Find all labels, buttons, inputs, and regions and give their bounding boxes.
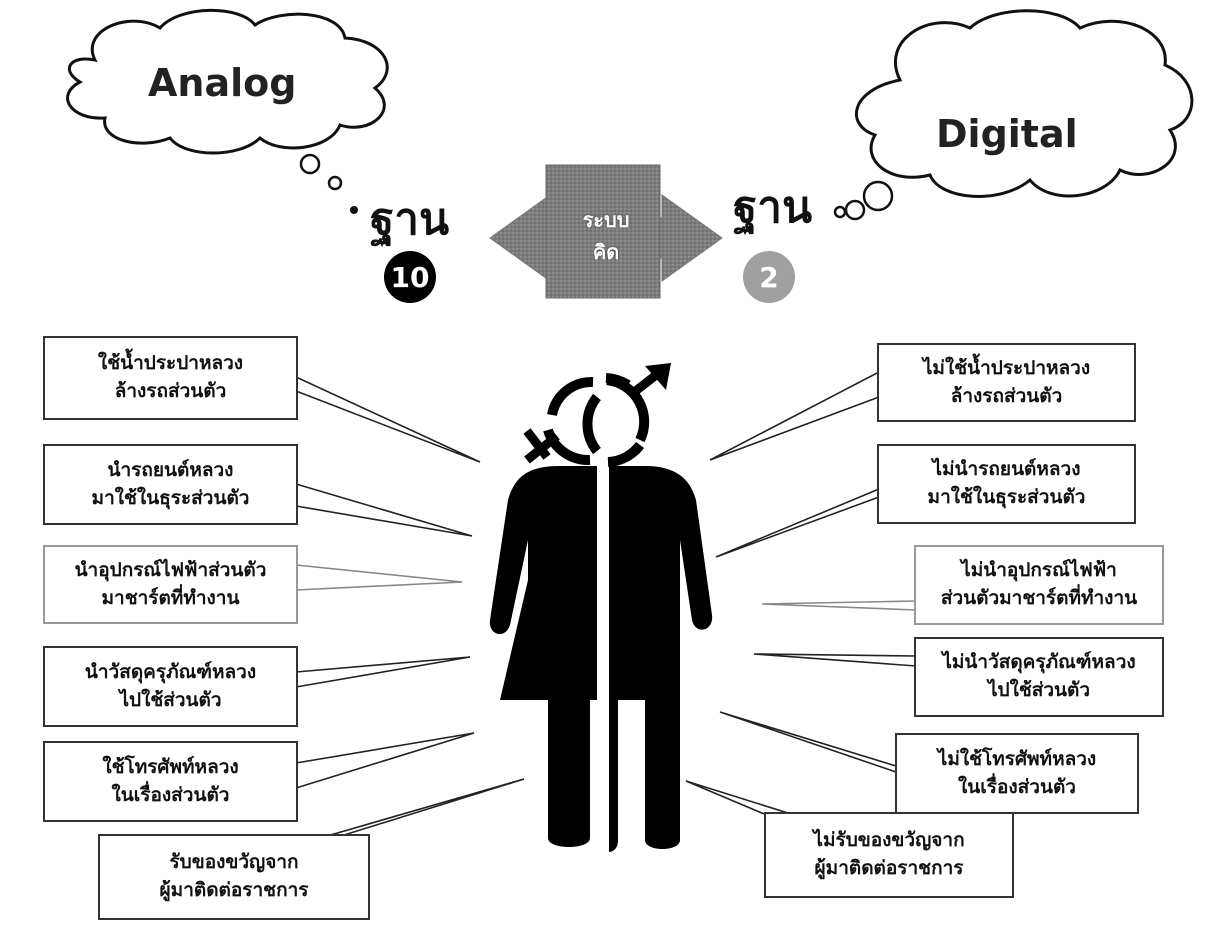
right-item-2: ไม่นำรถยนต์หลวง มาใช้ในธุระส่วนตัว	[877, 444, 1136, 524]
left-item-1: ใช้น้ำประปาหลวง ล้างรถส่วนตัว	[43, 336, 298, 420]
analog-thought-bubbles	[299, 153, 343, 191]
base-right-number: 2	[743, 251, 795, 303]
center-box	[545, 164, 661, 299]
digital-thought-bubbles	[833, 180, 894, 221]
left-item-3-text: นำอุปกรณ์ไฟฟ้าส่วนตัว มาชาร์ตที่ทำงาน	[74, 558, 267, 609]
left-item-6-text: รับของขวัญจาก ผู้มาติดต่อราชการ	[159, 851, 309, 901]
right-item-4: ไม่นำวัสดุครุภัณฑ์หลวง ไปใช้ส่วนตัว	[914, 637, 1164, 717]
base-left-label: ฐาน	[370, 194, 450, 245]
right-item-1-text: ไม่ใช้น้ำประปาหลวง ล้างรถส่วนตัว	[922, 356, 1091, 407]
right-item-3: ไม่นำอุปกรณ์ไฟฟ้า ส่วนตัวมาชาร์ตที่ทำงาน	[914, 545, 1164, 625]
base-right-label: ฐาน	[733, 182, 813, 233]
analog-bullet-dot	[350, 206, 358, 214]
right-item-5-text: ไม่ใช้โทรศัพท์หลวง ในเรื่องส่วนตัว	[937, 747, 1097, 798]
right-item-2-text: ไม่นำรถยนต์หลวง มาใช้ในธุระส่วนตัว	[927, 458, 1086, 508]
left-item-2: นำรถยนต์หลวง มาใช้ในธุระส่วนตัว	[43, 444, 298, 525]
right-item-6: ไม่รับของขวัญจาก ผู้มาติดต่อราชการ	[764, 812, 1014, 898]
right-item-1: ไม่ใช้น้ำประปาหลวง ล้างรถส่วนตัว	[877, 343, 1136, 422]
center-line2: คิด	[592, 240, 620, 264]
right-item-6-text: ไม่รับของขวัญจาก ผู้มาติดต่อราชการ	[813, 829, 965, 879]
right-item-5: ไม่ใช้โทรศัพท์หลวง ในเรื่องส่วนตัว	[895, 733, 1139, 814]
left-item-4-text: นำวัสดุครุภัณฑ์หลวง ไปใช้ส่วนตัว	[84, 660, 257, 711]
right-item-3-text: ไม่นำอุปกรณ์ไฟฟ้า ส่วนตัวมาชาร์ตที่ทำงาน	[940, 559, 1138, 609]
left-item-6: รับของขวัญจาก ผู้มาติดต่อราชการ	[98, 834, 370, 920]
left-item-2-text: นำรถยนต์หลวง มาใช้ในธุระส่วนตัว	[91, 458, 250, 509]
digital-cloud	[855, 9, 1194, 198]
left-item-5: ใช้โทรศัพท์หลวง ในเรื่องส่วนตัว	[43, 741, 298, 822]
left-item-5-text: ใช้โทรศัพท์หลวง ในเรื่องส่วนตัว	[102, 755, 239, 806]
left-connectors	[295, 376, 525, 851]
analog-label: Analog	[148, 61, 297, 105]
person-figure	[489, 363, 713, 852]
analog-cloud	[66, 8, 389, 155]
center-line1: ระบบ	[582, 208, 630, 232]
left-item-4: นำวัสดุครุภัณฑ์หลวง ไปใช้ส่วนตัว	[43, 646, 298, 727]
base-left-number: 10	[384, 251, 436, 303]
left-item-1-text: ใช้น้ำประปาหลวง ล้างรถส่วนตัว	[97, 352, 244, 402]
digital-label: Digital	[936, 112, 1078, 156]
right-item-4-text: ไม่นำวัสดุครุภัณฑ์หลวง ไปใช้ส่วนตัว	[942, 651, 1136, 701]
left-item-3: นำอุปกรณ์ไฟฟ้าส่วนตัว มาชาร์ตที่ทำงาน	[43, 545, 298, 624]
right-connectors	[685, 371, 917, 833]
